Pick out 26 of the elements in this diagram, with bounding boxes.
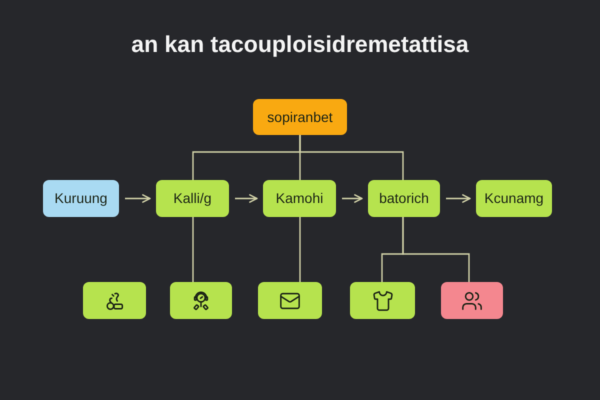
process-box — [43, 180, 119, 217]
connector-line — [299, 217, 301, 282]
process-box — [368, 180, 440, 217]
connector-line — [299, 135, 404, 180]
icon-tile — [441, 282, 503, 319]
icon-tile — [170, 282, 232, 319]
arrow — [342, 194, 363, 203]
process-box — [156, 180, 229, 217]
process-box — [476, 180, 552, 217]
icon-tile — [83, 282, 146, 319]
arrow — [235, 194, 258, 203]
node-text: Kuruung — [54, 190, 108, 207]
icon-tile — [350, 282, 415, 319]
node-text: Kalli/g — [173, 190, 212, 207]
arrow — [446, 194, 471, 203]
node-text: sopiranbet — [267, 108, 333, 126]
process-box — [253, 99, 347, 135]
connector-line — [402, 217, 470, 282]
title: an kan tacouploisidremetattisa — [131, 30, 469, 58]
connector-line — [192, 217, 194, 282]
node-text: batorich — [379, 190, 429, 207]
arrow — [125, 194, 151, 203]
node-text: Kamohi — [276, 190, 324, 207]
node-text: Kcunamg — [484, 190, 544, 207]
icon-tile — [258, 282, 322, 319]
process-box — [263, 180, 336, 217]
